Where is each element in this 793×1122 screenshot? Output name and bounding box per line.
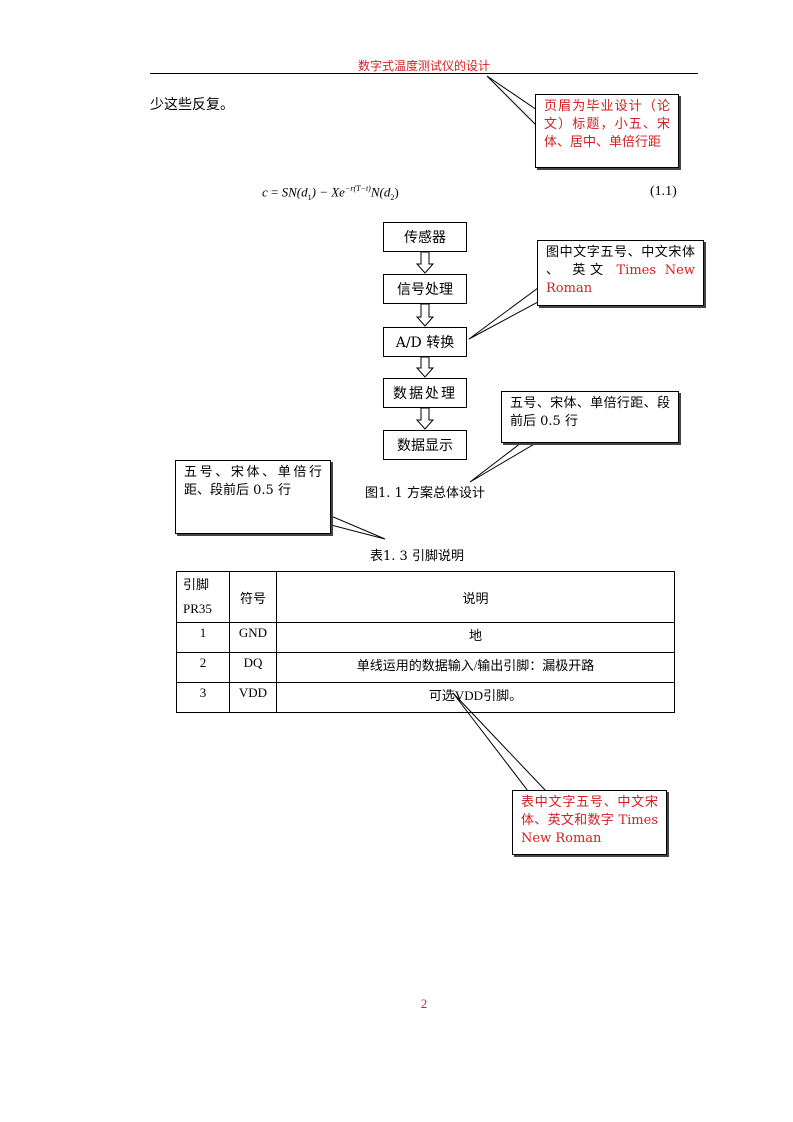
- figure-caption: 图1. 1 方案总体设计: [365, 486, 485, 501]
- callout-figure-cn: 图中文字五号、中文宋体 、 英文: [546, 245, 695, 278]
- flow-step-label: A/D 转换: [395, 335, 455, 351]
- table-header-row: 引脚 PR35 符号 说明: [176, 571, 675, 623]
- flow-step-signal-processing: 信号处理: [383, 274, 467, 304]
- header-rule: [150, 73, 698, 74]
- flow-arrow-4: [415, 407, 435, 430]
- formula-mid: ) − Xe: [311, 184, 345, 200]
- flow-step-ad-conversion: A/D 转换: [383, 327, 467, 357]
- pointer-left: [330, 515, 386, 540]
- table-caption: 表1. 3 引脚说明: [370, 549, 464, 564]
- pointer-figure: [468, 287, 539, 340]
- pointer-para: [469, 442, 538, 483]
- formula-equals: =: [267, 184, 282, 200]
- flow-step-label: 传感器: [404, 230, 446, 246]
- callout-header-format: 页眉为毕业设计（论文）标题，小五、宋体、居中、单倍行距: [535, 94, 679, 168]
- table-cell: DQ: [229, 652, 277, 683]
- equation-number: (1.1): [650, 184, 677, 199]
- formula-sub2: 2: [390, 192, 395, 202]
- flow-arrow-1: [415, 251, 435, 274]
- callout-figure-en: Times New Roman: [546, 263, 695, 296]
- page-number: 2: [420, 996, 428, 1011]
- table-cell: 1: [176, 622, 230, 653]
- pin-table: 引脚 PR35 符号 说明 1 GND 地 2 DQ 单线运用的数据输入/输出引…: [176, 571, 675, 713]
- table-row: 2 DQ 单线运用的数据输入/输出引脚：漏极开路: [176, 652, 675, 683]
- page-header-title: 数字式温度测试仪的设计: [357, 59, 490, 73]
- pointer-header: [486, 75, 538, 128]
- table-row: 3 VDD 可选VDD引脚。: [176, 682, 675, 713]
- formula-close: ): [394, 184, 399, 200]
- table-cell: VDD: [229, 682, 277, 713]
- flow-step-label: 信号处理: [397, 282, 453, 298]
- formula: c = SN(d1) − Xe−r(T−t)N(d2): [262, 184, 399, 202]
- table-cell: 单线运用的数据输入/输出引脚：漏极开路: [276, 652, 675, 683]
- table-header-cell: 引脚 PR35: [176, 571, 230, 623]
- flow-step-label: 数据显示: [397, 438, 453, 454]
- formula-sub1: 1: [307, 192, 312, 202]
- formula-term1: SN(d: [281, 184, 308, 200]
- formula-lhs: c: [262, 184, 268, 200]
- table-cell: 地: [276, 622, 675, 653]
- table-header-cell: 符号: [229, 571, 277, 623]
- callout-table-caption-format: 五号、宋体、单倍行距、段前后 0.5 行: [175, 460, 331, 534]
- table-cell: 可选VDD引脚。: [276, 682, 675, 713]
- flow-step-data-processing: 数据处理: [383, 378, 467, 408]
- flow-arrow-2: [415, 303, 435, 327]
- callout-caption-format: 五号、宋体、单倍行距、段前后 0.5 行: [501, 391, 679, 443]
- flow-step-sensor: 传感器: [383, 222, 467, 252]
- table-row: 1 GND 地: [176, 622, 675, 653]
- table-cell: GND: [229, 622, 277, 653]
- formula-exponent: −r(T−t): [344, 184, 371, 193]
- flow-step-label: 数据处理: [393, 386, 457, 402]
- callout-table-format: 表中文字五号、中文宋体、英文和数字 Times New Roman: [512, 790, 667, 855]
- table-cell: 3: [176, 682, 230, 713]
- flow-step-data-display: 数据显示: [383, 430, 467, 460]
- table-header-cell: 说明: [276, 571, 675, 623]
- flow-arrow-3: [415, 356, 435, 378]
- formula-term2: N(d: [370, 184, 391, 200]
- body-paragraph: 少这些反复。: [150, 97, 234, 113]
- table-cell: 2: [176, 652, 230, 683]
- callout-figure-format: 图中文字五号、中文宋体 、 英文 Times New Roman: [537, 240, 704, 306]
